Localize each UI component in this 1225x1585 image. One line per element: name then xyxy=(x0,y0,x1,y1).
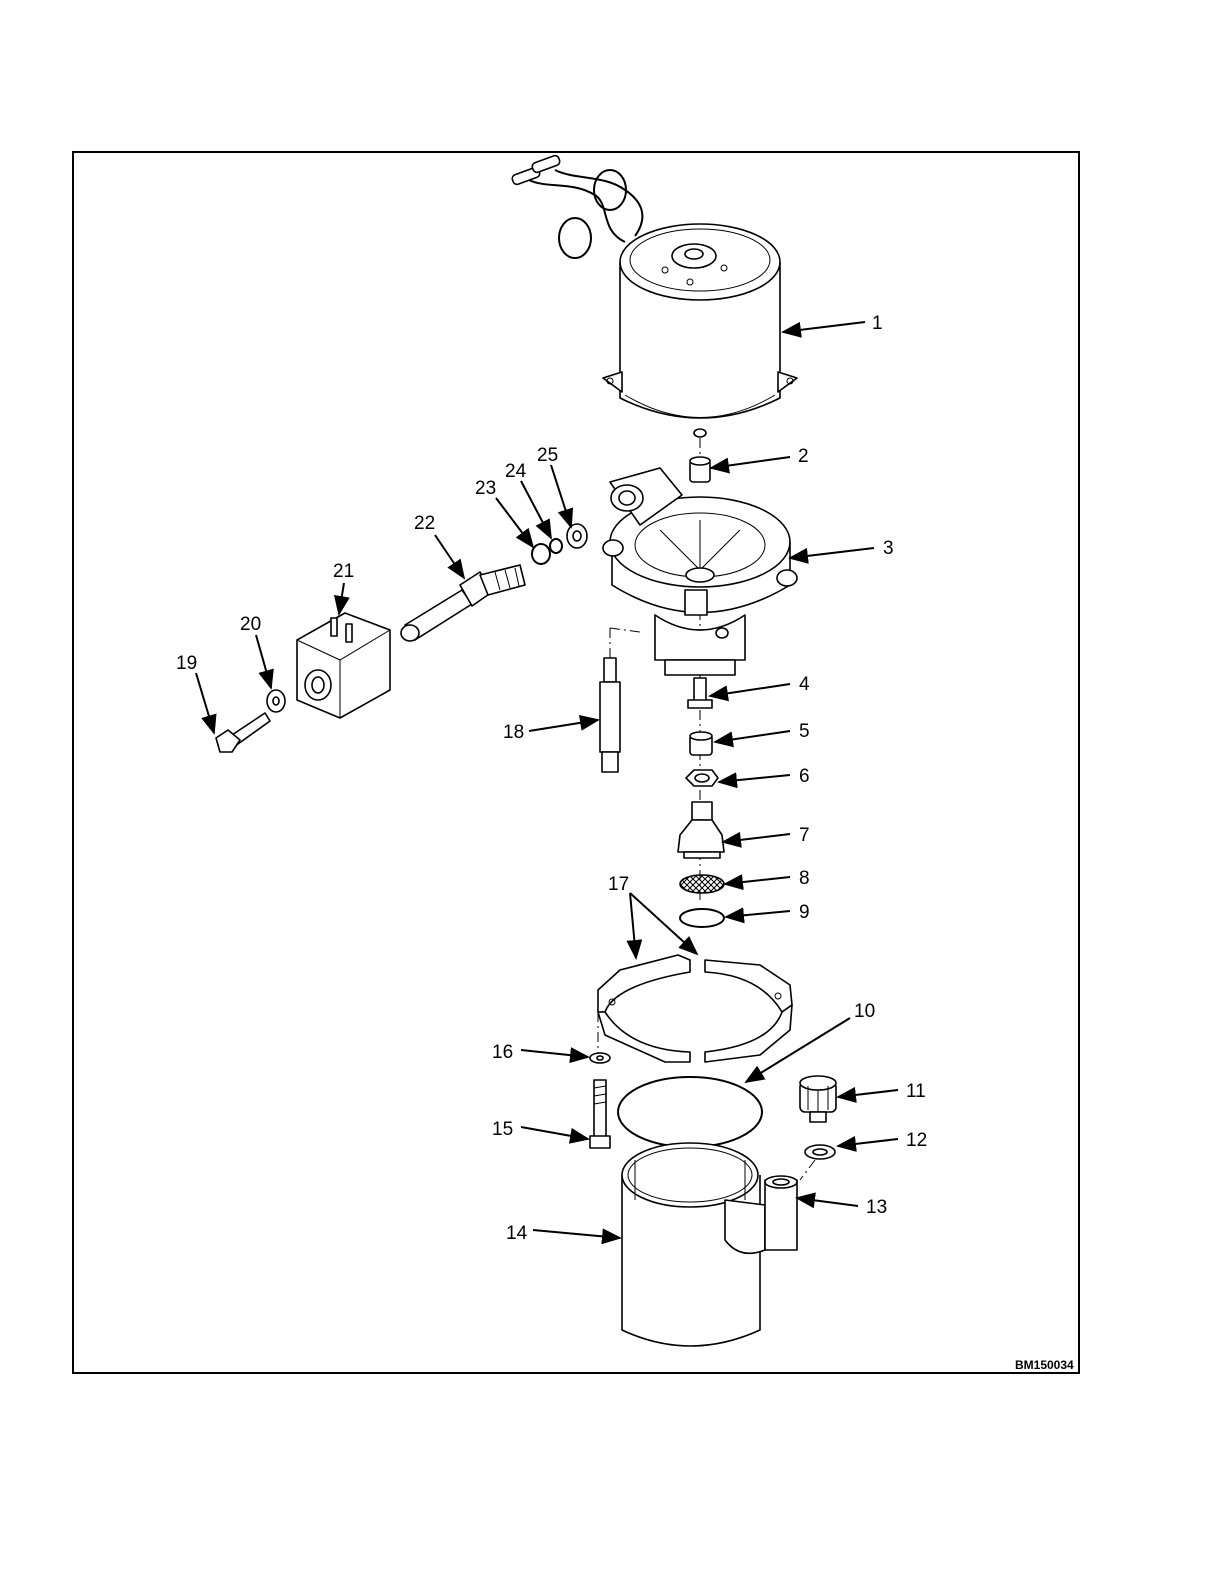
clamp-ring-part xyxy=(598,955,792,1062)
callout-6: 6 xyxy=(799,766,810,787)
breather-cap-part xyxy=(800,1076,836,1122)
shaft-part xyxy=(688,678,712,708)
callout-7: 7 xyxy=(799,825,810,846)
o-ring-part xyxy=(618,1077,762,1147)
callout-13: 13 xyxy=(866,1197,887,1218)
callout-17: 17 xyxy=(608,874,629,895)
callout-23: 23 xyxy=(475,478,496,499)
callout-14: 14 xyxy=(506,1223,528,1244)
callout-24: 24 xyxy=(505,461,527,482)
callout-2: 2 xyxy=(798,446,809,467)
callout-21: 21 xyxy=(333,561,354,582)
callout-15: 15 xyxy=(492,1119,513,1140)
callout-9: 9 xyxy=(799,902,810,923)
back-up-ring-part xyxy=(550,539,562,553)
screen-part xyxy=(680,875,724,893)
callout-11: 11 xyxy=(906,1081,926,1102)
breather-washer-part xyxy=(805,1145,835,1159)
washer-part xyxy=(590,1053,610,1063)
callout-19: 19 xyxy=(176,653,197,674)
figure-id: BM150034 xyxy=(1015,1358,1074,1372)
bolt-part xyxy=(216,713,270,752)
callout-25: 25 xyxy=(537,445,558,466)
callout-5: 5 xyxy=(799,721,810,742)
nut-part xyxy=(686,770,718,786)
strainer-body-part xyxy=(678,802,724,858)
callout-18: 18 xyxy=(503,722,524,743)
callout-1: 1 xyxy=(872,313,883,334)
valve-cartridge-part xyxy=(600,658,620,772)
callout-10: 10 xyxy=(854,1001,875,1022)
retaining-ring-part xyxy=(680,909,724,927)
callout-16: 16 xyxy=(492,1042,513,1063)
callout-4: 4 xyxy=(799,674,810,695)
solenoid-coil-part xyxy=(297,613,390,718)
o-ring-small-part xyxy=(532,544,550,564)
coupling-part xyxy=(690,457,710,482)
screw-part xyxy=(590,1080,610,1148)
coil-washer-part xyxy=(267,690,285,712)
callout-22: 22 xyxy=(414,513,435,534)
seal-washer-part xyxy=(567,524,587,548)
pump-body-part xyxy=(603,468,797,675)
callout-8: 8 xyxy=(799,868,810,889)
callout-3: 3 xyxy=(883,538,894,559)
callout-20: 20 xyxy=(240,614,261,635)
motor-part xyxy=(511,155,797,437)
sleeve-part xyxy=(690,732,712,755)
callout-12: 12 xyxy=(906,1130,927,1151)
